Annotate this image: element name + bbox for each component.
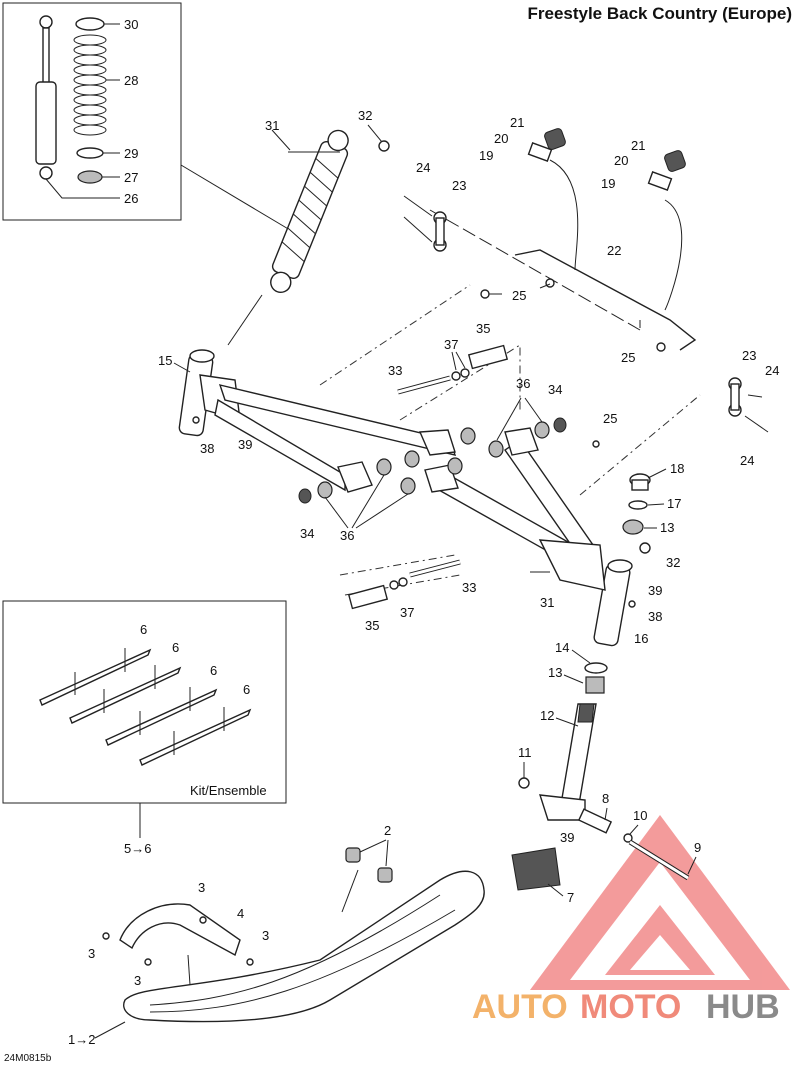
callout-31-top: 31 xyxy=(265,118,279,133)
callout-36-top: 36 xyxy=(516,376,530,391)
callout-3-c: 3 xyxy=(88,946,95,961)
callout-32-bottom: 32 xyxy=(666,555,680,570)
callout-6-c: 6 xyxy=(210,663,217,678)
callout-19-b: 19 xyxy=(601,176,615,191)
spacer-35-top xyxy=(467,344,509,370)
callout-6-b: 6 xyxy=(172,640,179,655)
callout-38-right: 38 xyxy=(648,609,662,624)
callout-12: 12 xyxy=(540,708,554,723)
callout-3-b: 3 xyxy=(262,928,269,943)
bolt-33-bottom xyxy=(409,559,461,578)
callout-31-bottom: 31 xyxy=(540,595,554,610)
callout-10: 10 xyxy=(633,808,647,823)
callout-5-6: 5→6 xyxy=(124,841,151,856)
callout-32-top: 32 xyxy=(358,108,372,123)
watermark-text: AUTO MOTO HUB xyxy=(472,988,780,1026)
callout-25-b: 25 xyxy=(621,350,635,365)
callout-17: 17 xyxy=(667,496,681,511)
callout-13-bottom: 13 xyxy=(548,665,562,680)
callout-33-bottom: 33 xyxy=(462,580,476,595)
callout-24-a: 24 xyxy=(416,160,430,175)
callout-6-a: 6 xyxy=(140,622,147,637)
callout-24-c: 24 xyxy=(740,453,754,468)
callout-8: 8 xyxy=(602,791,609,806)
runner-kit-inset: 6 6 6 6 Kit/Ensemble xyxy=(2,600,287,804)
callout-37-top: 37 xyxy=(444,337,458,352)
callout-7: 7 xyxy=(567,890,574,905)
callout-38-left: 38 xyxy=(200,441,214,456)
callout-23-b: 23 xyxy=(742,348,756,363)
callout-4: 4 xyxy=(237,906,244,921)
callout-20-b: 20 xyxy=(614,153,628,168)
callout-29: 29 xyxy=(124,146,138,161)
callout-16: 16 xyxy=(634,631,648,646)
watermark-hub: HUB xyxy=(706,988,780,1026)
carbide-runner-b xyxy=(69,665,182,724)
callout-39-bottom: 39 xyxy=(560,830,574,845)
callout-34-bottom: 34 xyxy=(300,526,314,541)
kit-label: Kit/Ensemble xyxy=(190,783,267,798)
spindle xyxy=(539,703,597,821)
callout-20-a: 20 xyxy=(494,131,508,146)
callout-3-a: 3 xyxy=(198,880,205,895)
callout-23-a: 23 xyxy=(452,178,466,193)
carbide-runner-d xyxy=(139,707,252,766)
page-title: Freestyle Back Country (Europe) xyxy=(527,4,792,23)
callout-26: 26 xyxy=(124,191,138,206)
callout-27: 27 xyxy=(124,170,138,185)
callout-21-b: 21 xyxy=(631,138,645,153)
callout-11: 11 xyxy=(518,745,532,760)
callout-14: 14 xyxy=(555,640,569,655)
callout-39-left: 39 xyxy=(238,437,252,452)
callout-35-top: 35 xyxy=(476,321,490,336)
callout-33-top: 33 xyxy=(388,363,402,378)
callout-1-2: 1→2 xyxy=(68,1032,95,1047)
callout-18: 18 xyxy=(670,461,684,476)
callout-3-d: 3 xyxy=(134,973,141,988)
coil-spring xyxy=(73,17,107,184)
watermark-moto: MOTO xyxy=(580,988,681,1026)
callout-2: 2 xyxy=(384,823,391,838)
bolt-33-top xyxy=(397,375,451,395)
watermark-auto: AUTO xyxy=(472,988,568,1026)
callout-39-right: 39 xyxy=(648,583,662,598)
callout-6-d: 6 xyxy=(243,682,250,697)
watermark-logo xyxy=(530,815,790,990)
callout-28: 28 xyxy=(124,73,138,88)
callout-30: 30 xyxy=(124,17,138,32)
shock-detail-inset: 30 28 29 27 26 xyxy=(2,2,182,221)
callout-19-a: 19 xyxy=(479,148,493,163)
callout-24-b: 24 xyxy=(765,363,779,378)
callout-37-bottom: 37 xyxy=(400,605,414,620)
sway-bar xyxy=(403,159,769,433)
callout-13-top: 13 xyxy=(660,520,674,535)
drawing-code: 24M0815b xyxy=(4,1053,52,1064)
callout-15: 15 xyxy=(158,353,172,368)
callout-36-bottom: 36 xyxy=(340,528,354,543)
callout-34-top: 34 xyxy=(548,382,562,397)
shock-absorber xyxy=(270,129,349,294)
callout-22: 22 xyxy=(607,243,621,258)
carbide-runner-c xyxy=(105,687,218,746)
callout-21-a: 21 xyxy=(510,115,524,130)
callout-25-a: 25 xyxy=(512,288,526,303)
callout-9: 9 xyxy=(694,840,701,855)
carbide-runner-a xyxy=(39,648,152,706)
callout-35-bottom: 35 xyxy=(365,618,379,633)
a-arm xyxy=(178,349,633,647)
callout-25-c: 25 xyxy=(603,411,617,426)
ski xyxy=(119,870,485,1023)
